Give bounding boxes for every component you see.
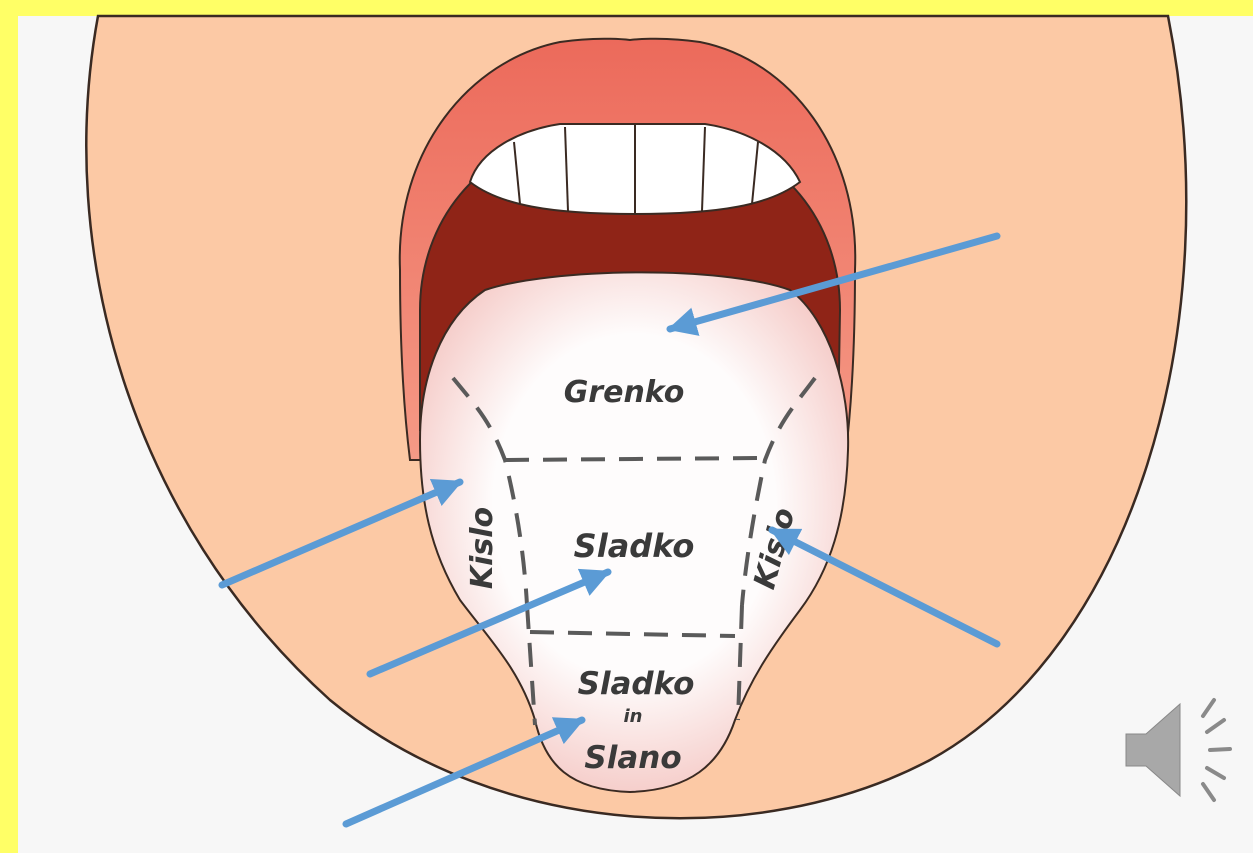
- label-tip-sladko: Sladko: [578, 666, 695, 702]
- label-tip-slano: Slano: [584, 740, 681, 776]
- label-tip-in: in: [624, 706, 643, 727]
- upper-teeth: [470, 124, 800, 214]
- label-grenko: Grenko: [564, 375, 685, 410]
- label-kislo-left: Kislo: [465, 507, 500, 589]
- label-sladko: Sladko: [574, 527, 695, 565]
